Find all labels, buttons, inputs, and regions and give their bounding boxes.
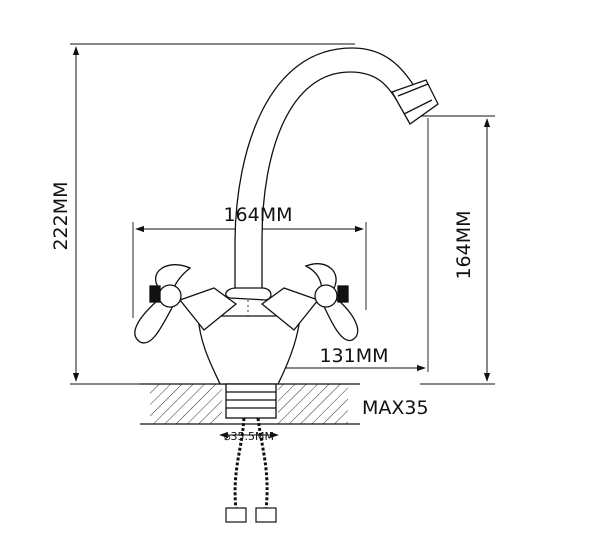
label-max-thickness: MAX35 [362, 397, 429, 419]
label-handle-span: 164MM [223, 204, 292, 226]
label-total-height: 222MM [50, 181, 72, 250]
spout [234, 47, 439, 293]
faucet-body [178, 287, 320, 419]
right-handle [304, 263, 359, 342]
label-hole-diameter: ⌀35.5MM [224, 430, 274, 443]
countertop-section [140, 383, 360, 425]
supply-hoses [225, 417, 277, 523]
label-spout-height: 164MM [453, 210, 475, 279]
left-handle [134, 264, 192, 344]
label-spout-reach: 131MM [319, 345, 388, 367]
extension-lines [70, 43, 495, 385]
